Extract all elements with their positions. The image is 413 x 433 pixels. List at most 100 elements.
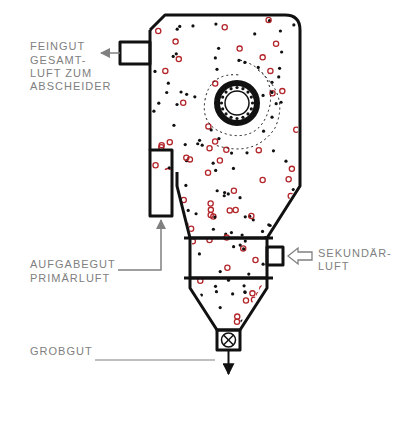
coarse-particle [156,28,161,33]
fine-particle [267,223,270,226]
coarse-particle [258,309,263,314]
coarse-particle [182,294,187,299]
cone [190,278,267,330]
fine-particle [165,91,168,94]
coarse-arrow [228,350,230,374]
fine-particle [212,228,215,231]
coarse-particle [284,301,289,306]
rotor-blade [229,87,232,90]
fine-particle [293,306,296,309]
part-label: GROBGUT [30,345,100,358]
fine-particle [167,82,170,85]
fine-particle [175,103,178,106]
rotor-blade [241,87,244,90]
coarse-particle [151,298,156,303]
coarse-particle [157,183,162,188]
fine-particle [153,70,156,73]
fine-particle [199,329,202,332]
fine-particle [164,304,167,307]
fine-particle [270,116,273,119]
fines-arrow [101,52,120,54]
fine-particle [215,68,218,71]
fine-particle [157,102,160,105]
fine-particle [176,271,179,274]
fine-particle [214,56,217,59]
rotor-blade [229,116,232,119]
coarse-particle [260,177,265,182]
fine-particle [260,311,263,314]
fine-particle [201,144,204,147]
fine-particle [262,130,265,133]
coarse-particle [273,41,278,46]
fine-particle [242,284,245,287]
coarse-particle [213,139,218,144]
classifier-housing [120,15,300,350]
rotor-blade [246,90,249,93]
coarse-particle [253,257,258,262]
coarse-particle [286,177,291,182]
fine-particle [288,330,291,333]
coarse-particle [250,291,255,296]
fine-particle [279,29,282,32]
fine-particle [287,260,290,263]
secondary-air-arrow [288,248,312,264]
part-label: AUFGABEGUT [30,258,116,271]
coarse-particle [206,124,211,129]
fine-particle [217,47,220,50]
fine-particle [247,272,250,275]
fine-particle [198,252,201,255]
fine-particle [195,326,198,329]
feed-pipe [150,150,172,216]
fine-particle [270,81,273,84]
fine-particle [272,149,275,152]
coarse-particle [284,267,289,272]
fine-particle [231,292,234,295]
coarse-particle [277,230,282,235]
part-label: GESAMT-LUFT ZUM ABSCHEIDER [30,54,116,93]
fine-particle [230,151,233,154]
coarse-particle [260,55,265,60]
rotor-blade [246,112,249,115]
coarse-particle [176,56,181,61]
coarse-particle [149,258,154,263]
coarse-particle [251,297,256,302]
fine-particle [259,316,262,319]
coarse-particle [280,88,285,93]
fine-particle [172,55,175,58]
fine-particle [245,151,248,154]
coarse-leader [95,359,215,360]
fine-particle [210,128,213,131]
fine-particle [185,93,188,96]
feed-leader [118,220,161,270]
coarse-particle [159,328,164,333]
coarse-particle [173,39,178,44]
fine-particle [239,243,242,246]
fine-particle [285,216,288,219]
rotor-hub [225,91,249,115]
fine-particle [172,124,175,127]
fine-particle [223,194,226,197]
fine-particle [155,238,158,241]
rotor-ring [217,83,257,123]
part-label: SEKUNDÄR-LUFT [318,247,404,273]
fine-particle [187,209,190,212]
coarse-particle [207,146,212,151]
rotor-blades [220,86,254,120]
fine-particle [284,160,287,163]
coarse-particle [153,163,158,168]
coarse-particle [194,304,199,309]
rotary-valve [217,330,240,350]
fine-particle [171,307,174,310]
coarse-particle [178,217,183,222]
fine-particle [275,102,278,105]
fine-particle [232,167,235,170]
fine-particle [281,296,284,299]
fine-particle [200,293,203,296]
coarse-particle [291,317,296,322]
valve-wheel [222,333,236,347]
coarse-particle [225,265,230,270]
fine-particle [198,139,201,142]
fine-particle [292,188,295,191]
coarse-particle [147,304,152,309]
fine-particle [283,313,286,316]
